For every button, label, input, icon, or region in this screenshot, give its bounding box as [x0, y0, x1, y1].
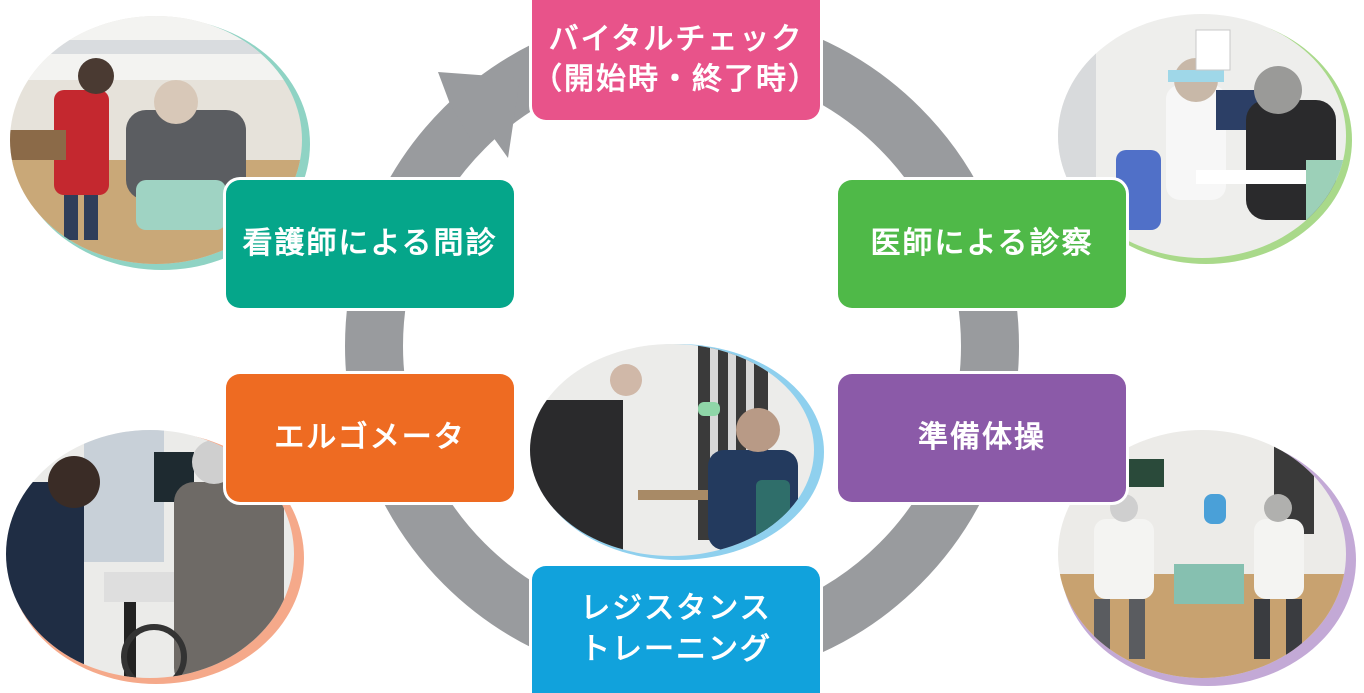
- step-resistance-line1: レジスタンス: [580, 591, 772, 626]
- step-doctor-exam: 医師による診察: [838, 180, 1126, 308]
- step-warmup-label: 準備体操: [918, 419, 1046, 455]
- step-vital-check-line2: （開始時・終了時）: [532, 62, 820, 97]
- step-ergometer-label: エルゴメータ: [274, 419, 466, 455]
- step-vital-check: バイタルチェック （開始時・終了時）: [532, 0, 820, 120]
- step-resistance-line2: トレーニング: [580, 631, 772, 667]
- photo-resistance-training: [528, 340, 838, 562]
- step-warmup: 準備体操: [838, 374, 1126, 502]
- cycle-arrowhead: [438, 72, 520, 158]
- step-resistance-training: レジスタンス トレーニング: [532, 566, 820, 693]
- photo-nurse-interview: [6, 10, 312, 272]
- step-ergometer: エルゴメータ: [226, 374, 514, 502]
- step-doctor-exam-label: 医師による診察: [870, 225, 1094, 261]
- step-nurse-interview: 看護師による問診: [226, 180, 514, 308]
- step-nurse-interview-label: 看護師による問診: [242, 225, 498, 261]
- step-vital-check-line1: バイタルチェック: [548, 21, 804, 57]
